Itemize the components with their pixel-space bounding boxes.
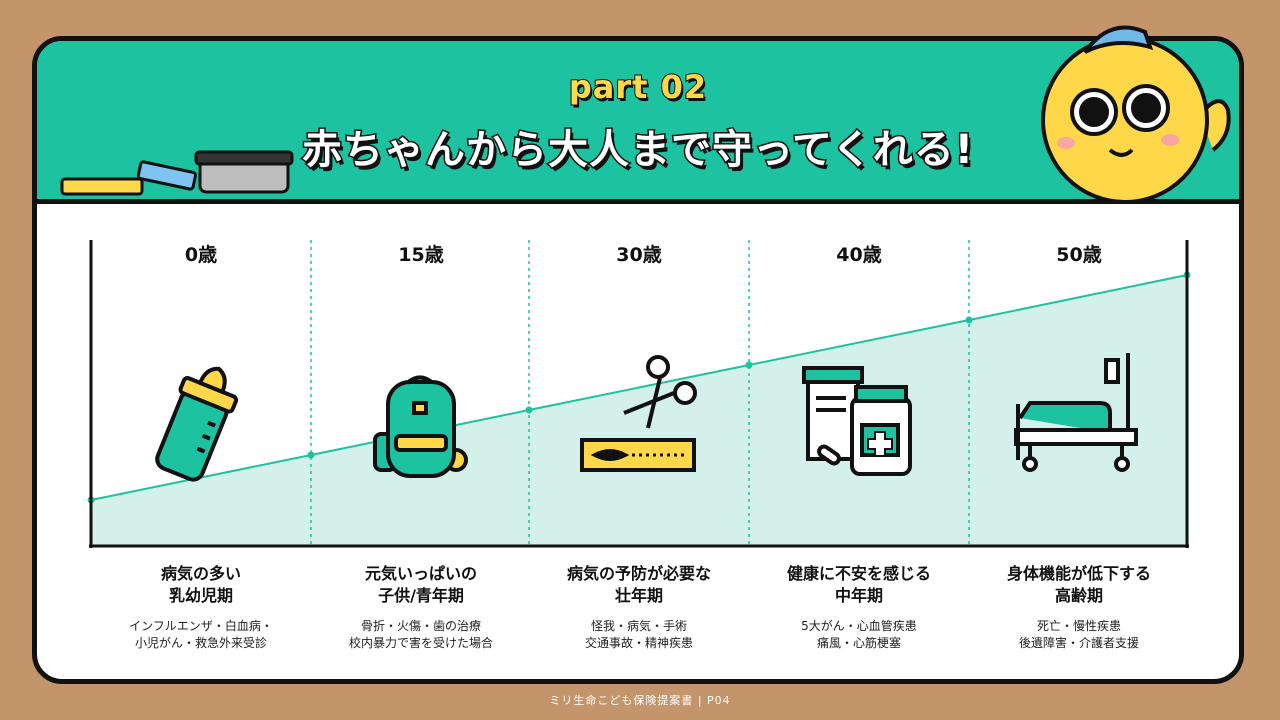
- stage-desc-senior: 死亡・慢性疾患 後遺障害・介護者支援: [969, 618, 1189, 652]
- page-title: 赤ちゃんから大人まで守ってくれる!: [300, 126, 975, 175]
- stage-desc-line2: 交通事故・精神疾患: [584, 636, 693, 650]
- stage-title-line2: 乳幼児期: [168, 586, 233, 605]
- age-label-40: 40歳: [836, 244, 882, 266]
- header-deco: [60, 150, 294, 196]
- stage-title-prime: 病気の予防が必要な 壮年期: [529, 563, 749, 607]
- stage-desc-line2: 校内暴力で害を受けた場合: [348, 636, 493, 650]
- stage-title-line2: 高齢期: [1054, 586, 1103, 605]
- stage-desc-line1: 5大がん・心血管疾患: [801, 619, 917, 633]
- medicine-bottle-icon: [802, 366, 912, 476]
- scissors-icon: [580, 355, 697, 472]
- stage-desc-line1: 骨折・火傷・歯の治療: [360, 619, 481, 633]
- stage-title-line1: 身体機能が低下する: [1006, 564, 1151, 583]
- baby-bottle-icon: [155, 366, 239, 482]
- stage-desc-youth: 骨折・火傷・歯の治療 校内暴力で害を受けた場合: [311, 618, 531, 652]
- part-label: part 02: [568, 67, 708, 107]
- stage-title-line1: 病気の多い: [160, 564, 241, 583]
- trend-points: [87, 271, 1191, 504]
- age-label-15: 15歳: [398, 244, 444, 266]
- stage-title-line1: 病気の予防が必要な: [566, 564, 711, 583]
- stage-title-line2: 中年期: [834, 586, 883, 605]
- stage-title-line2: 子供/青年期: [378, 586, 464, 605]
- trend-line: [90, 274, 1188, 501]
- stage-desc-line2: 小児がん・救急外来受診: [134, 636, 267, 650]
- backpack-icon: [373, 375, 468, 478]
- stage-desc-prime: 怪我・病気・手術 交通事故・精神疾患: [529, 618, 749, 652]
- mascot-icon: [1041, 25, 1231, 204]
- age-separators: [310, 240, 970, 546]
- stage-title-line2: 壮年期: [614, 586, 663, 605]
- stage-desc-line2: 後遺障害・介護者支援: [1018, 636, 1139, 650]
- stage-desc-middle: 5大がん・心血管疾患 痛風・心筋梗塞: [749, 618, 969, 652]
- stage-title-line1: 健康に不安を感じる: [786, 564, 931, 583]
- stage-desc-line2: 痛風・心筋梗塞: [816, 636, 901, 650]
- stage-title-middle: 健康に不安を感じる 中年期: [749, 563, 969, 607]
- stage-title-youth: 元気いっぱいの 子供/青年期: [311, 563, 531, 607]
- age-label-50: 50歳: [1056, 244, 1102, 266]
- age-label-0: 0歳: [184, 244, 218, 266]
- age-label-30: 30歳: [616, 244, 662, 266]
- stage-desc-infant: インフルエンザ・白血病・ 小児がん・救急外来受診: [91, 618, 311, 652]
- stage-desc-line1: インフルエンザ・白血病・: [129, 619, 273, 633]
- stage-title-infant: 病気の多い 乳幼児期: [91, 563, 311, 607]
- stage-title-line1: 元気いっぱいの: [364, 564, 477, 583]
- stage-title-senior: 身体機能が低下する 高齢期: [969, 563, 1189, 607]
- stage-desc-line1: 死亡・慢性疾患: [1036, 619, 1121, 633]
- chart-area: [91, 275, 1187, 546]
- stage-desc-line1: 怪我・病気・手術: [590, 619, 687, 633]
- page-footer: ミリ生命こども保険提案書 | P04: [549, 694, 731, 707]
- hospital-bed-icon: [1014, 353, 1138, 472]
